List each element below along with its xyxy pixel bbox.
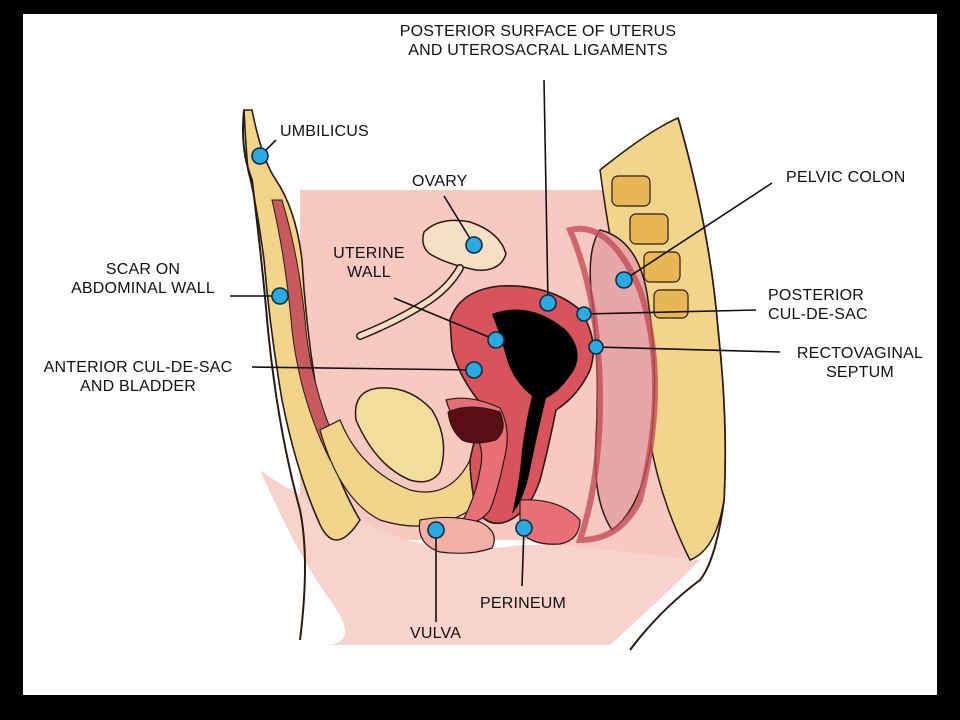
rectum-wall [565, 225, 658, 544]
lower-abdomen-skin [260, 470, 700, 645]
bladder [354, 387, 445, 483]
markers [251, 147, 633, 539]
label-perineum: PERINEUM [480, 595, 567, 612]
label-rectovaginal-septum: RECTOVAGINAL SEPTUM [796, 345, 924, 381]
fallopian-tube-inner [357, 265, 463, 339]
cervix [447, 406, 504, 444]
label-scar: SCAR ON ABDOMINAL WALL [71, 261, 215, 297]
pelvic-colon-marker [615, 271, 633, 289]
posterior-surface-marker [539, 294, 557, 312]
vertebrae [611, 175, 689, 319]
label-posterior-cul-de-sac: POSTERIOR CUL-DE-SAC [768, 287, 868, 323]
label-uterine-wall: UTERINE WALL [333, 245, 405, 281]
leader-lines [230, 79, 781, 622]
perineal-body [519, 499, 581, 545]
body-contour-front [242, 109, 306, 641]
label-pelvic-colon: PELVIC COLON [786, 169, 906, 186]
label-umbilicus: UMBILICUS [280, 123, 369, 140]
uterine-cavity [492, 309, 578, 514]
posterior-cul-de-sac-marker [576, 306, 592, 322]
label-anterior-cul-de-sac: ANTERIOR CUL-DE-SAC AND BLADDER [43, 359, 233, 395]
anterior-cul-de-sac-marker [465, 361, 483, 379]
label-vulva: VULVA [410, 625, 462, 642]
label-posterior-surface: POSTERIOR SURFACE OF UTERUS AND UTEROSAC… [399, 23, 677, 59]
ovary [422, 219, 507, 271]
perineum-marker [515, 519, 533, 537]
vulva-marker [427, 521, 445, 539]
rectovaginal-septum-marker [588, 339, 604, 355]
scar-marker [271, 287, 289, 305]
uterine-wall-marker [487, 331, 505, 349]
ovary-marker [465, 236, 483, 254]
umbilicus-marker [251, 147, 269, 165]
label-ovary: OVARY [412, 173, 468, 190]
